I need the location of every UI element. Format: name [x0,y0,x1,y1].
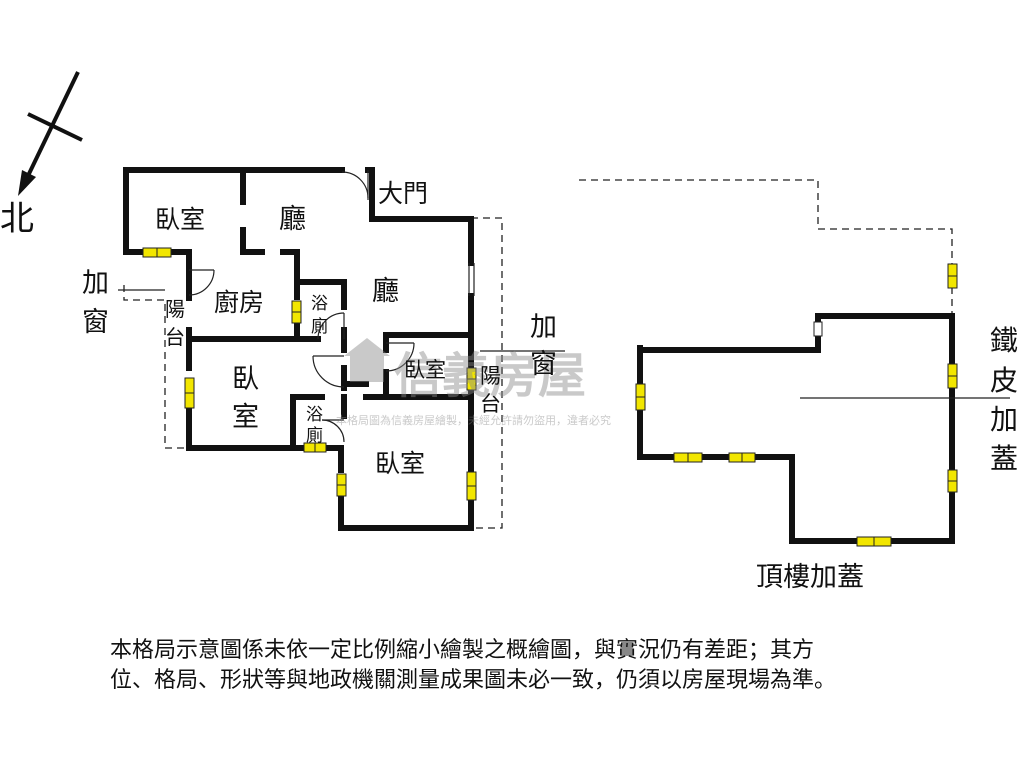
window-icon [947,263,958,289]
north-arrow-icon [18,71,83,196]
window-icon [291,300,302,324]
balcony-outline-right [471,217,565,529]
watermark-brand: 信義房屋 [394,348,586,404]
room-label-kitchen: 廚房 [214,288,264,317]
room-label-bedroom-nw: 臥室 [155,205,205,234]
label-iron-roof-addition: 加 [990,403,1018,436]
label-balcony-right: 台 [480,392,501,416]
watermark: 信義房屋 本格局圖為信義房屋繪製，未經允許請勿盜用，違者必究 [336,338,611,427]
window-icon [856,536,892,547]
room-label-living-top: 廳 [279,204,306,235]
room-label-bath-bottom: 廁 [306,425,323,446]
window-icon [184,377,195,409]
label-iron-roof-addition: 蓋 [990,442,1018,475]
window-icon [142,247,172,258]
room-label-main-door: 大門 [378,179,428,208]
balcony-outline-left [118,285,190,449]
rooftop-dashed-outline [579,179,953,316]
room-label-bedroom-w: 室 [232,402,259,433]
disclaimer-text: 本格局示意圖係未依一定比例縮小繪製之概繪圖，與實況仍有差距；其方 位、格局、形狀… [110,636,1010,696]
window-icon [466,471,477,501]
window-icon [303,442,327,453]
label-iron-roof-addition: 皮 [990,364,1018,397]
window-icon [673,452,703,463]
room-label-bath-top: 浴 [311,294,328,314]
window-icon [947,363,958,389]
bath-bottom-door-icon [321,419,345,443]
disclaimer-line: 本格局示意圖係未依一定比例縮小繪製之概繪圖，與實況仍有差距；其方 [110,638,815,663]
window-icon [728,452,756,463]
bath-top-door-icon [317,312,345,340]
room-label-living-main: 廳 [372,276,399,307]
label-balcony-left: 陽 [165,297,185,321]
label-add-window-left: 加 [82,268,109,299]
label-balcony-left: 台 [165,325,185,349]
disclaimer-line: 位、格局、形狀等與地政機關測量成果圖未必一致，仍須以房屋現場為準。 [110,668,837,693]
living-east-opening [468,263,475,296]
label-iron-roof-addition: 鐵 [990,324,1018,357]
label-add-window-left: 窗 [82,307,109,338]
room-label-bedroom-small: 臥室 [404,358,446,382]
north-label: 北 [0,199,34,239]
bedroom-small-door-icon [385,342,415,372]
room-label-bath-bottom: 浴 [306,405,323,425]
main-door-icon [341,170,369,200]
kitchen-door-icon [188,269,215,296]
room-label-bedroom-se: 臥室 [375,449,425,478]
bedroom-w-door-icon [312,355,345,388]
room-label-bedroom-w: 臥 [232,364,259,395]
window-icon [947,469,958,493]
label-rooftop-caption: 頂樓加蓋 [756,562,864,593]
window-icon [635,383,646,411]
window-icon [466,367,477,391]
main-unit-walls [123,167,474,531]
window-icon [336,473,347,497]
label-add-window-right: 加 [530,312,557,343]
rooftop-walls [637,313,955,544]
rooftop-door-icon [813,321,823,337]
watermark-note: 本格局圖為信義房屋繪製，未經允許請勿盜用，違者必究 [336,413,611,427]
label-add-window-right: 窗 [530,349,557,380]
room-label-bath-top: 廁 [311,316,328,337]
brand-logo-icon [344,338,390,382]
label-balcony-right: 陽 [480,364,501,388]
